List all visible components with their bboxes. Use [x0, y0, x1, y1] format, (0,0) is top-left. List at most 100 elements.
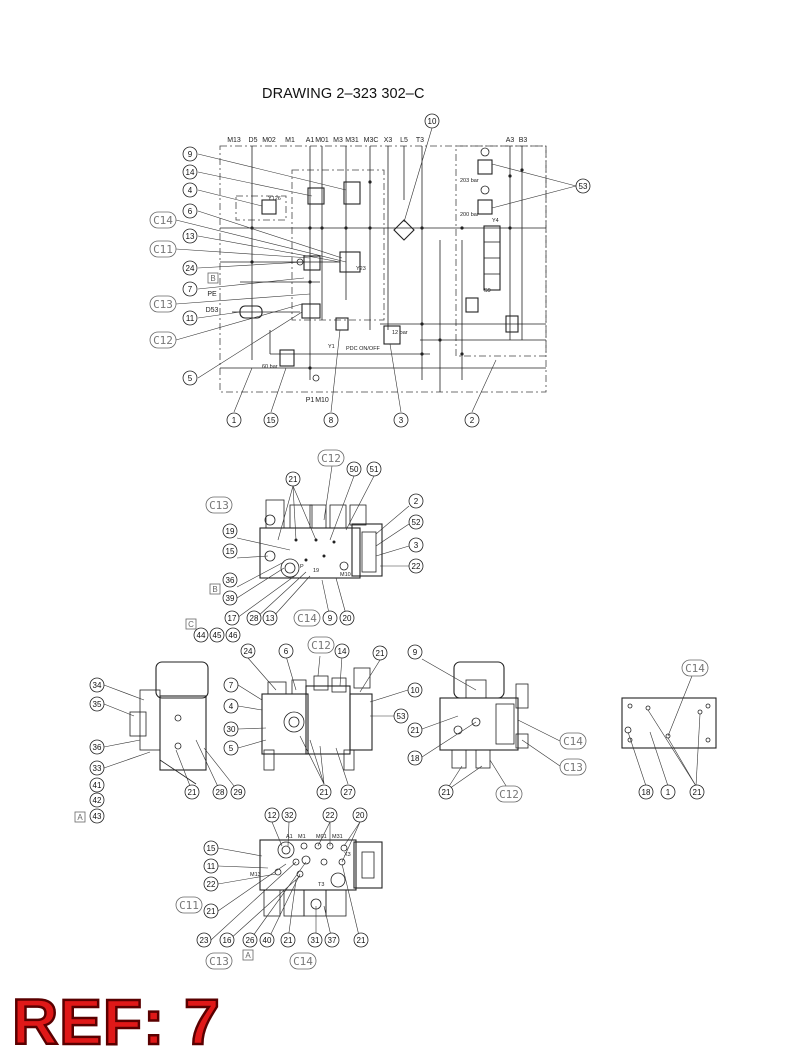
svg-text:41: 41	[93, 781, 102, 790]
schematic-balloon: 15	[263, 412, 279, 428]
callout-c-ref: C14	[289, 952, 317, 970]
switch-annotation: PDC ON/OFF	[346, 346, 381, 352]
svg-text:C14: C14	[153, 214, 173, 227]
svg-text:C14: C14	[297, 612, 317, 625]
top-view-balloon: 21	[285, 471, 301, 487]
svg-text:C13: C13	[209, 499, 229, 512]
schematic-balloon: 3	[393, 412, 409, 428]
svg-text:12: 12	[268, 811, 277, 820]
svg-text:C12: C12	[153, 334, 173, 347]
pressure-annotation: 203 bar	[460, 178, 479, 184]
top-view-balloon: 2	[408, 493, 424, 509]
bottom-view-balloon: 31	[307, 932, 323, 948]
schematic-balloon: 6	[182, 203, 198, 219]
port-label: M02	[262, 137, 276, 144]
top-view-balloon: 28	[246, 610, 262, 626]
svg-text:45: 45	[213, 631, 222, 640]
section-mark: C	[185, 618, 197, 630]
callout-c-ref: C14	[559, 732, 587, 750]
svg-text:C14: C14	[563, 735, 583, 748]
svg-text:34: 34	[93, 681, 102, 690]
svg-text:21: 21	[442, 788, 451, 797]
svg-text:C13: C13	[209, 955, 229, 968]
section-mark: A	[74, 811, 86, 823]
svg-text:3: 3	[399, 416, 404, 425]
section-mark: B	[207, 272, 219, 284]
callout-c-ref: C11	[175, 896, 203, 914]
schematic-balloon: 5	[182, 370, 198, 386]
svg-text:5: 5	[188, 374, 193, 383]
svg-text:11: 11	[186, 314, 195, 323]
schematic-balloon: 24	[182, 260, 198, 276]
svg-text:29: 29	[234, 788, 243, 797]
svg-text:36: 36	[93, 743, 102, 752]
schematic-balloon: 14	[182, 164, 198, 180]
pressure-annotation: 60 bar	[262, 364, 278, 370]
svg-text:21: 21	[693, 788, 702, 797]
svg-text:4: 4	[188, 186, 193, 195]
far-right-view-balloon: 18	[638, 784, 654, 800]
front-view-balloon: 4	[223, 698, 239, 714]
port-label: D5	[249, 137, 258, 144]
top-view-balloon: 46	[225, 627, 241, 643]
svg-text:C13: C13	[153, 298, 173, 311]
port-label: A3	[506, 137, 515, 144]
left-view-balloon: 28	[212, 784, 228, 800]
schematic-balloon: 8	[323, 412, 339, 428]
svg-text:14: 14	[338, 647, 347, 656]
bottom-view-balloon: 21	[203, 903, 219, 919]
svg-text:21: 21	[357, 936, 366, 945]
svg-text:9: 9	[188, 150, 193, 159]
svg-text:30: 30	[227, 725, 236, 734]
front-view-balloon: 21	[372, 645, 388, 661]
right-view-balloon: 21	[438, 784, 454, 800]
left-view-balloon: 21	[184, 784, 200, 800]
svg-text:2: 2	[414, 497, 419, 506]
callout-c-ref: C11	[149, 240, 177, 258]
bottom-view-balloon: 20	[352, 807, 368, 823]
left-view-balloon: 42	[89, 792, 105, 808]
front-view-balloon: 10	[407, 682, 423, 698]
svg-text:37: 37	[328, 936, 337, 945]
bottom-view-balloon: 37	[324, 932, 340, 948]
switch-annotation: S9	[484, 288, 491, 294]
svg-text:24: 24	[244, 647, 253, 656]
svg-text:20: 20	[356, 811, 365, 820]
right-view-balloon: 9	[407, 644, 423, 660]
section-mark: A	[242, 949, 254, 961]
left-view-balloon: 43	[89, 808, 105, 824]
svg-text:6: 6	[188, 207, 193, 216]
port-label: X3	[344, 852, 351, 858]
svg-text:13: 13	[266, 614, 275, 623]
port-label: T3	[318, 882, 324, 888]
callout-c-ref: C12	[317, 449, 345, 467]
solenoid-annotation: Y4	[492, 218, 499, 224]
svg-text:40: 40	[263, 936, 272, 945]
bottom-view-balloon: 26	[242, 932, 258, 948]
schematic-balloon: 13	[182, 228, 198, 244]
callout-c-ref: C14	[681, 659, 709, 677]
svg-text:17: 17	[228, 614, 237, 623]
schematic-balloon: 11	[182, 310, 198, 326]
port-label: M31	[345, 137, 359, 144]
svg-text:31: 31	[311, 936, 320, 945]
svg-text:15: 15	[226, 547, 235, 556]
port-label: X3	[384, 137, 393, 144]
svg-text:42: 42	[93, 796, 102, 805]
front-view-balloon: 30	[223, 721, 239, 737]
bottom-view-balloon: 22	[322, 807, 338, 823]
bottom-view-balloon: 23	[196, 932, 212, 948]
port-label: M01	[316, 834, 327, 840]
svg-text:9: 9	[328, 614, 333, 623]
svg-text:24: 24	[186, 264, 195, 273]
front-view-balloon: 7	[223, 677, 239, 693]
svg-text:20: 20	[343, 614, 352, 623]
schematic-balloon: 10	[424, 113, 440, 129]
svg-text:2: 2	[470, 416, 475, 425]
svg-text:44: 44	[197, 631, 206, 640]
schematic-balloon: 4	[182, 182, 198, 198]
svg-text:C11: C11	[179, 899, 199, 912]
svg-text:18: 18	[411, 754, 420, 763]
top-view-balloon: 13	[262, 610, 278, 626]
schematic-balloon: 2	[464, 412, 480, 428]
